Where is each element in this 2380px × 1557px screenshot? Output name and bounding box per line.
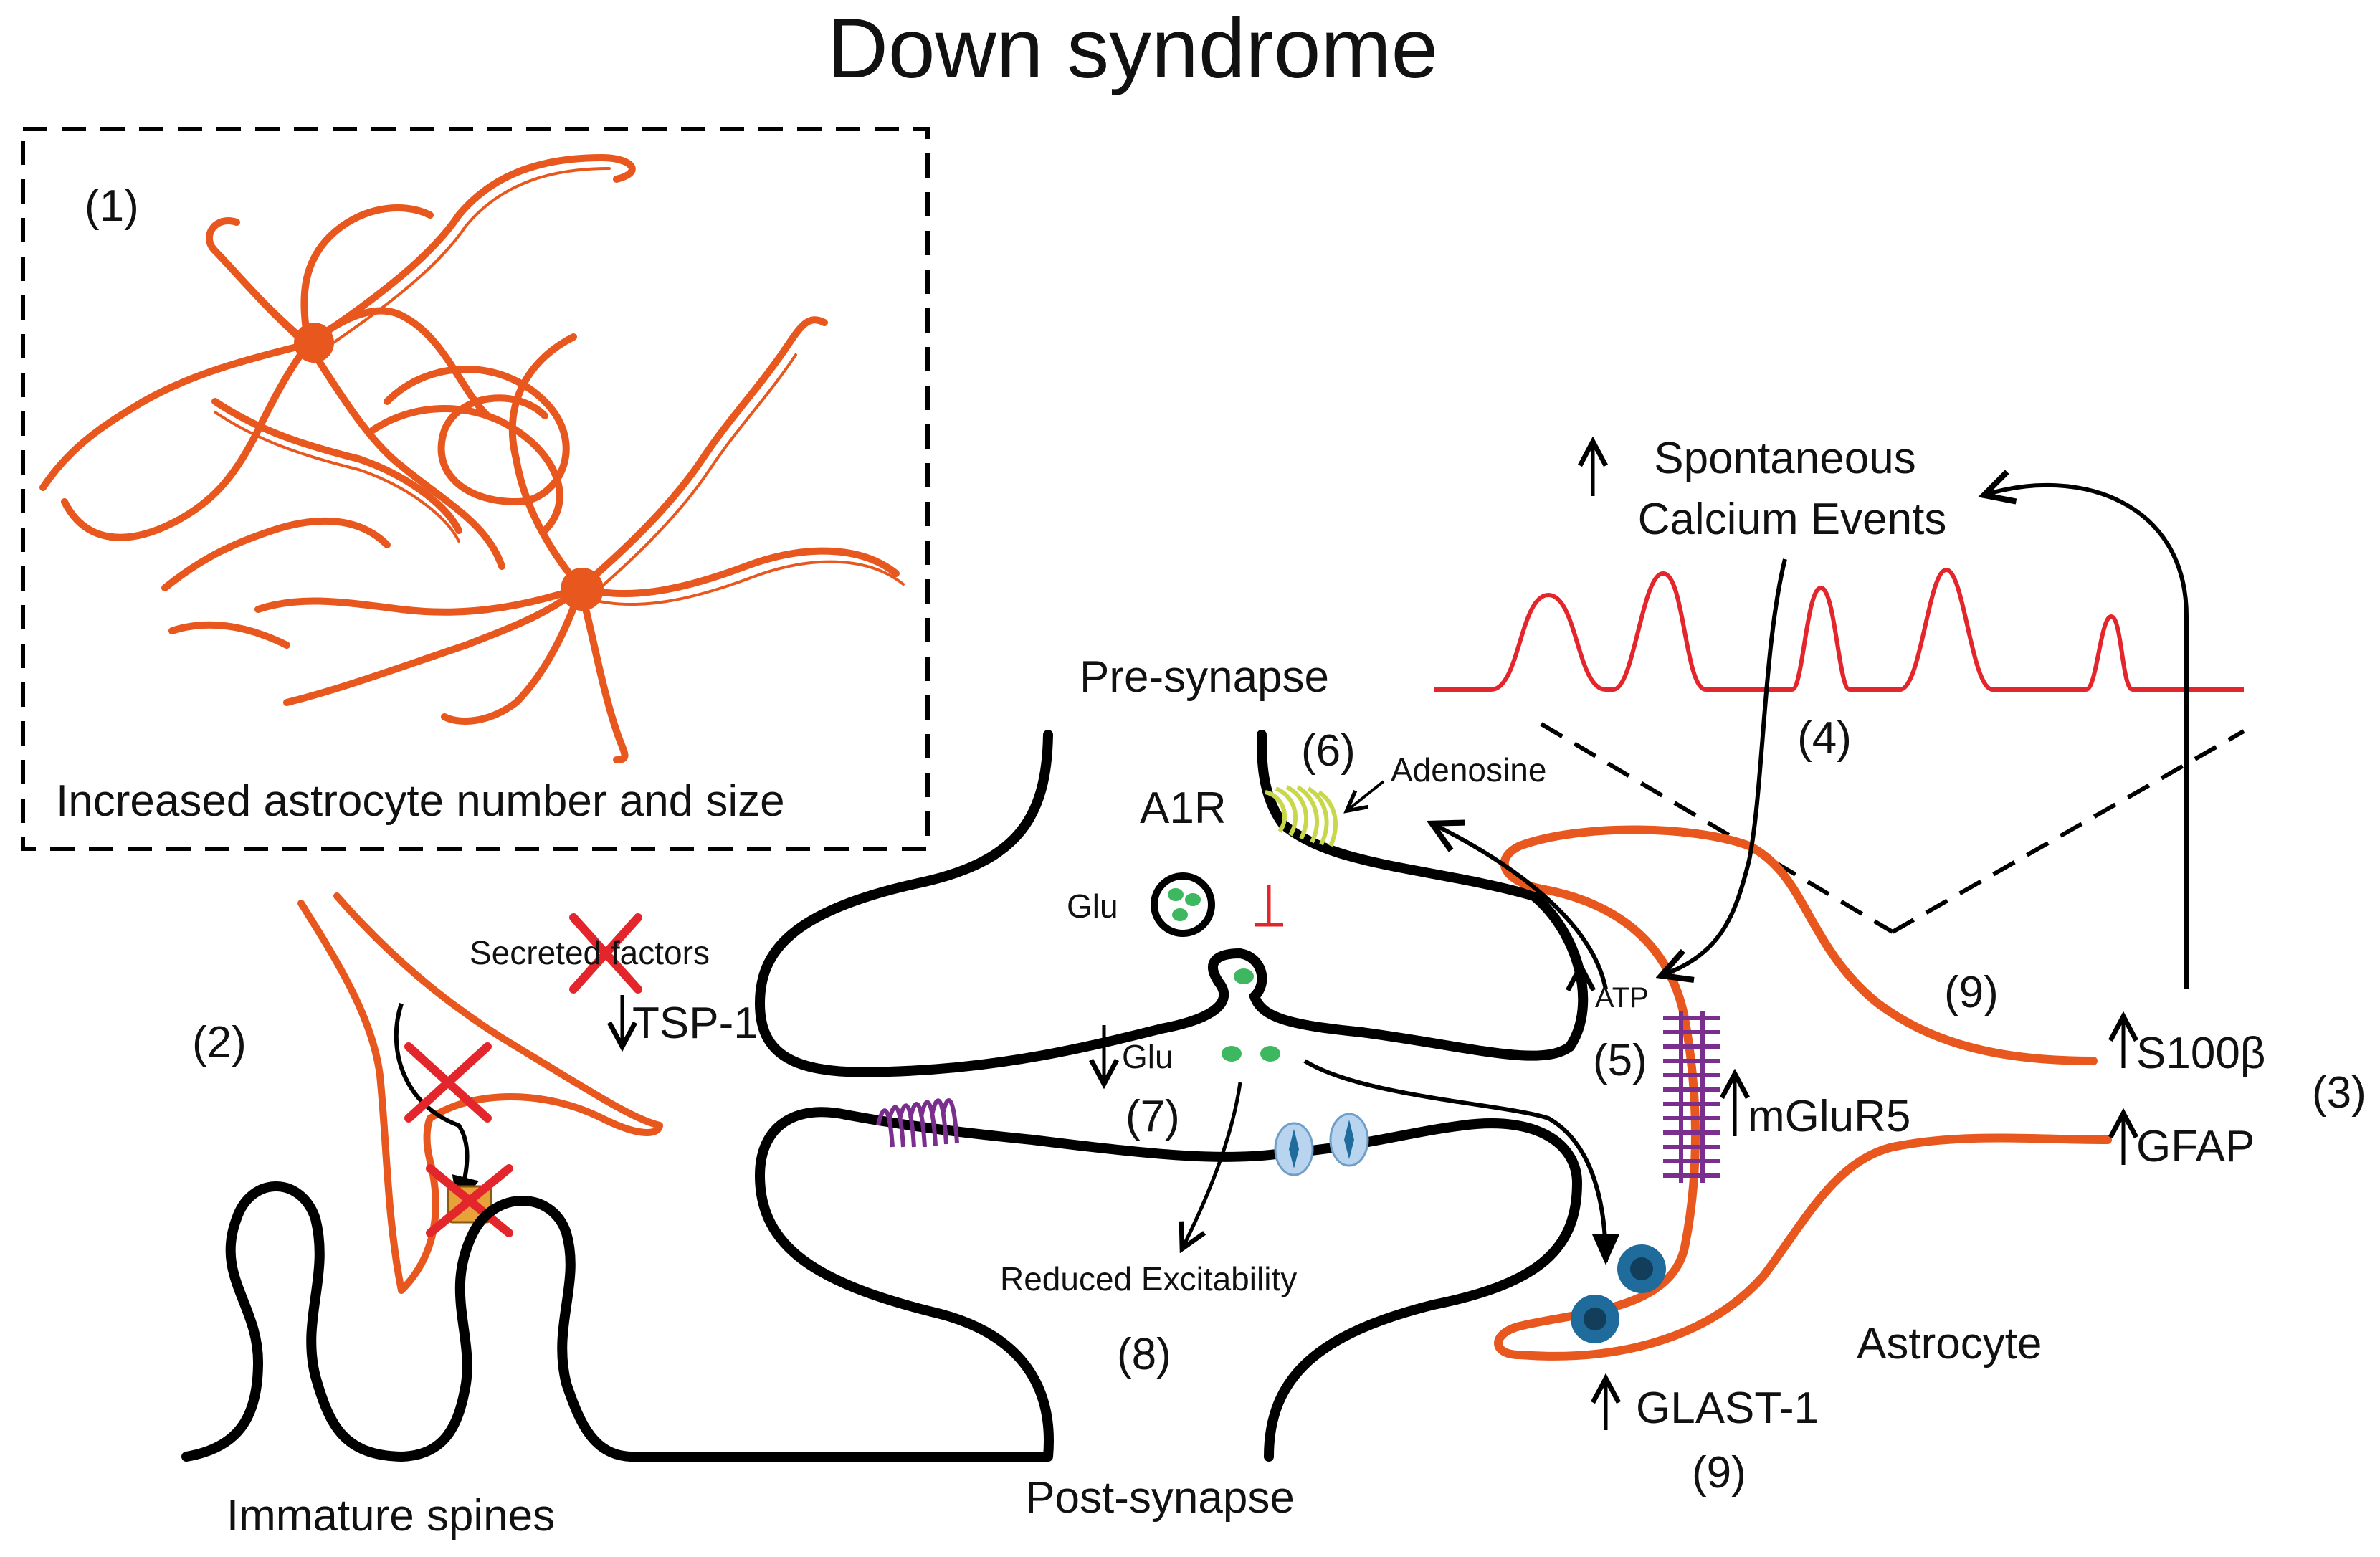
step-9-label-bottom: (9)	[1692, 1448, 1746, 1498]
atp-label: ATP	[1595, 982, 1649, 1014]
step-7-label: (7)	[1125, 1092, 1180, 1141]
calcium-label-line1: Spontaneous	[1654, 434, 1915, 483]
zoom-guide-right	[1891, 729, 2245, 934]
glu-molecule	[1222, 1046, 1242, 1062]
glu-uptake-arrow	[1303, 1059, 1620, 1265]
reduced-excitability-arrow	[1183, 1082, 1242, 1247]
glu-released-label: Glu	[1122, 1038, 1174, 1075]
glu-molecule	[1185, 893, 1201, 906]
step-8-label: (8)	[1117, 1330, 1171, 1379]
atp-release-arrow	[1434, 824, 1608, 990]
panel1-number: (1)	[85, 181, 139, 231]
synaptic-astrocyte-process	[1494, 825, 2112, 1361]
pre-synapse-membrane	[754, 730, 1589, 1077]
step-4-label: (4)	[1797, 713, 1852, 763]
adenosine-arrow	[1348, 780, 1385, 810]
calcium-to-atp-arrow	[1663, 558, 1787, 975]
glu-vesicle-label: Glu	[1067, 887, 1118, 925]
s100b-label: S100β	[2136, 1029, 2265, 1078]
astrocyte-cluster-outline	[214, 167, 905, 606]
secreted-factors-label: Secreted factors	[470, 934, 710, 971]
gfap-label: GFAP	[2136, 1122, 2255, 1171]
immature-spines-drawing	[181, 1181, 1052, 1462]
inhibition-icon	[1255, 885, 1283, 927]
cross-icon	[569, 913, 642, 994]
calcium-trace	[1434, 567, 2244, 692]
immature-spines-label: Immature spines	[227, 1491, 555, 1541]
pre-synapse-label: Pre-synapse	[1080, 652, 1329, 702]
cross-icon	[404, 1042, 492, 1123]
step-5-label: (5)	[1593, 1036, 1647, 1085]
tsp1-label: TSP-1	[632, 999, 758, 1048]
glu-molecule	[1260, 1046, 1280, 1062]
calcium-label-line2: Calcium Events	[1638, 495, 1947, 544]
adenosine-label: Adenosine	[1391, 751, 1546, 789]
postsynaptic-receptor-icon	[876, 1098, 959, 1148]
glu-molecule	[1172, 908, 1188, 921]
panel1-caption: Increased astrocyte number and size	[56, 776, 785, 826]
cross-icon	[426, 1164, 513, 1237]
reduced-excitability-label: Reduced Excitability	[1000, 1260, 1297, 1298]
glu-molecule	[1234, 968, 1254, 984]
ion-channel-icon	[1274, 1113, 1369, 1176]
a1r-label: A1R	[1140, 784, 1227, 833]
glutamate-vesicle	[1151, 872, 1215, 937]
post-synapse-membrane	[754, 1107, 1583, 1462]
figure-title: Down syndrome	[827, 1, 1439, 96]
post-synapse-label: Post-synapse	[1025, 1473, 1295, 1523]
step-3-label: (3)	[2312, 1068, 2366, 1118]
panel1-dashed-box	[21, 127, 930, 851]
a1r-receptor-icon	[1265, 785, 1338, 847]
glast1-label: GLAST-1	[1636, 1384, 1819, 1433]
step-9-label-top: (9)	[1944, 968, 1999, 1017]
zoom-guide-left	[1540, 722, 1894, 934]
astrocyte-cluster-drawing	[39, 153, 900, 763]
astrocyte-label: Astrocyte	[1857, 1319, 2042, 1368]
panel2-number: (2)	[192, 1018, 247, 1067]
step-6-label: (6)	[1301, 726, 1356, 776]
panel2-signal-arrow	[394, 1003, 479, 1208]
s100b-to-calcium-arrow	[1986, 485, 2189, 989]
glu-molecule	[1168, 888, 1184, 901]
glast1-transporter-icon	[1571, 1244, 1666, 1343]
astrocyte-nucleus-2	[561, 568, 604, 611]
astrocyte-nucleus-1	[294, 323, 334, 363]
mglur5-label: mGluR5	[1748, 1092, 1910, 1141]
mglur5-receptor-icon	[1663, 1011, 1720, 1183]
